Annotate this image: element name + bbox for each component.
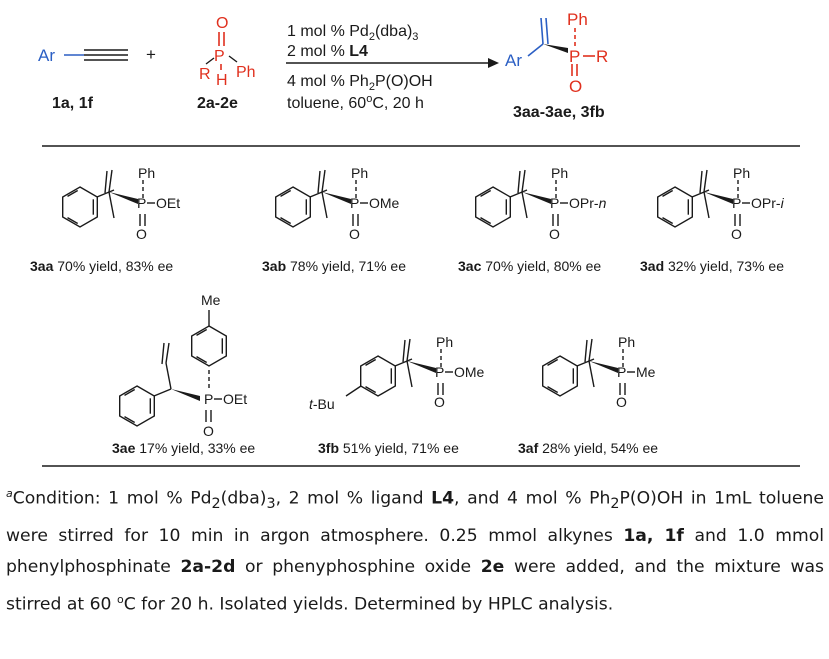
footnote-text: aCondition: 1 mol % Pd2(dba)3, 2 mol % l… (6, 487, 824, 615)
aryl-group-label: Ar (38, 46, 55, 65)
substituent-label: OEt (156, 195, 180, 211)
compound-3ab: Ph P OMe O 3ab 78% yield, 71% ee (262, 165, 406, 274)
compound-caption: 3ac 70% yield, 80% ee (458, 258, 601, 274)
footnote-marker: a (6, 487, 13, 500)
oxygen-label: O (549, 226, 560, 242)
tert-butyl-label: t-Bu (309, 396, 335, 412)
compound-caption: 3ae 17% yield, 33% ee (112, 440, 255, 456)
compound-3af: Ph P Me O 3af 28% yield, 54% ee (518, 334, 658, 456)
phenyl-label: Ph (551, 165, 568, 181)
phenyl-label: Ph (733, 165, 750, 181)
hydrogen-atom: H (216, 72, 228, 89)
product-phosphorus: P (569, 47, 580, 66)
reactant-phosphine-oxide: O P R Ph H 2a-2e (197, 15, 256, 112)
compound-3fb: Ph P OMe O t-Bu 3fb 51% yield, 71% ee (309, 334, 485, 456)
phosphorus-atom: P (214, 48, 225, 65)
compound-caption: 3af 28% yield, 54% ee (518, 440, 658, 456)
substituent-label: OEt (223, 391, 247, 407)
r-group: R (199, 66, 211, 83)
reaction-scheme: Ar 1a, 1f + O P R Ph H 2a-2e 1 mol % Pd2… (38, 10, 608, 121)
table-footnote: aCondition: 1 mol % Pd2(dba)3, 2 mol % l… (6, 478, 824, 621)
reactant-alkyne: Ar 1a, 1f (38, 46, 128, 112)
oxygen-label: O (731, 226, 742, 242)
compound-caption: 3fb 51% yield, 71% ee (318, 440, 459, 456)
oxygen-label: O (349, 226, 360, 242)
product-oxygen: O (569, 77, 582, 96)
product-aryl-label: Ar (505, 51, 522, 70)
oxygen-label: O (136, 226, 147, 242)
phosphorus-label: P (204, 391, 213, 407)
phosphorus-label: P (137, 195, 146, 211)
phosphorus-label: P (617, 364, 626, 380)
reaction-scheme-figure: Ar 1a, 1f + O P R Ph H 2a-2e 1 mol % Pd2… (30, 10, 800, 467)
ligand-conditions: 2 mol % L4 (287, 43, 368, 60)
compound-caption: 3aa 70% yield, 83% ee (30, 258, 173, 274)
phenyl-label: Ph (436, 334, 453, 350)
compound-3ae: P Me OEt O 3ae 17% yield, 33% ee (112, 292, 255, 456)
solvent-conditions: toluene, 60oC, 20 h (287, 93, 424, 112)
substituent-label: OMe (369, 195, 400, 211)
oxygen-label: O (203, 423, 214, 439)
compound-caption: 3ab 78% yield, 71% ee (262, 258, 406, 274)
reactant1-label: 1a, 1f (52, 95, 94, 112)
phosphorus-label: P (435, 364, 444, 380)
phenyl-label: Ph (618, 334, 635, 350)
reactant2-label: 2a-2e (197, 95, 238, 112)
substituent-label: OPr-i (751, 195, 785, 211)
phosphorus-label: P (350, 195, 359, 211)
catalyst-conditions: 1 mol % Pd2(dba)3 (287, 23, 418, 43)
compound-3aa: Ph P OEt O 3aa 70% yield, 83% ee (30, 165, 180, 274)
product-label: 3aa-3ae, 3fb (513, 104, 605, 121)
oxygen-label: O (434, 394, 445, 410)
phenyl-label: Ph (138, 165, 155, 181)
product-phenyl: Ph (567, 10, 588, 29)
product-r-group: R (596, 47, 608, 66)
oxygen-label: O (616, 394, 627, 410)
phenyl-label: Ph (351, 165, 368, 181)
substituent-label: OMe (454, 364, 485, 380)
phosphorus-label: P (732, 195, 741, 211)
phosphorus-label: P (550, 195, 559, 211)
phenyl-group: Ph (236, 64, 256, 81)
compound-3ac: Ph P OPr-n O 3ac 70% yield, 80% ee (458, 165, 607, 274)
compound-3ad: Ph P OPr-i O 3ad 32% yield, 73% ee (640, 165, 785, 274)
acid-conditions: 4 mol % Ph2P(O)OH (287, 73, 433, 93)
product-structure: Ar P Ph R O 3aa-3ae, 3fb (505, 10, 608, 121)
substituent-label: OPr-n (569, 195, 607, 211)
reaction-conditions: 1 mol % Pd2(dba)3 2 mol % L4 4 mol % Ph2… (286, 23, 499, 112)
oxygen-atom: O (216, 15, 228, 32)
plus-sign: + (146, 45, 156, 64)
compound-caption: 3ad 32% yield, 73% ee (640, 258, 784, 274)
substituent-label: Me (636, 364, 656, 380)
methyl-label: Me (201, 292, 221, 308)
